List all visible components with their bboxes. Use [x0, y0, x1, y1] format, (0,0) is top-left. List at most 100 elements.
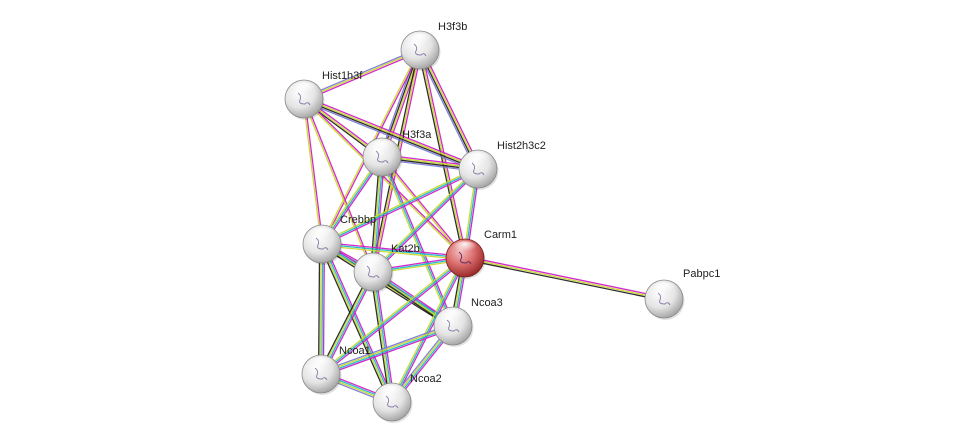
- node-highlight: [651, 282, 677, 297]
- node-highlight: [440, 309, 466, 324]
- edge-Carm1-Pabpc1[interactable]: [464, 255, 665, 302]
- edge-Carm1-Ncoa2[interactable]: [389, 256, 468, 404]
- edge-evidence-experiments: [322, 241, 466, 258]
- node-label: Ncoa3: [471, 297, 503, 309]
- edge-evidence-coexpression: [319, 244, 391, 404]
- edge-evidence-coexpression: [369, 272, 391, 403]
- edge-evidence-experiments: [373, 169, 480, 274]
- node-carm1[interactable]: Carm1: [445, 229, 517, 279]
- edge-H3f3a-Carm1[interactable]: [380, 156, 467, 259]
- edge-evidence-experiments: [321, 327, 455, 377]
- edge-evidence-textmining: [371, 167, 478, 272]
- node-hist1h3f[interactable]: Hist1h3f: [284, 70, 363, 120]
- node-highlight: [369, 140, 395, 155]
- edge-evidence-homology: [319, 323, 453, 373]
- node-label: Hist1h3f: [322, 70, 363, 82]
- edge-Crebbp-Ncoa1[interactable]: [317, 243, 326, 375]
- edge-evidence-textmining: [321, 244, 465, 261]
- edge-evidence-textmining: [464, 257, 665, 300]
- edge-evidence-homology: [417, 50, 477, 171]
- edge-Carm1-Ncoa1[interactable]: [319, 256, 467, 376]
- edge-evidence-coexpression: [320, 245, 453, 329]
- edge-Hist1h3f-Kat2b[interactable]: [302, 98, 375, 273]
- edge-evidence-textmining: [302, 99, 322, 245]
- node-crebbp[interactable]: Crebbp: [302, 214, 376, 265]
- edge-evidence-databases: [321, 326, 454, 376]
- node-highlight: [308, 357, 334, 372]
- edge-evidence-textmining: [379, 157, 453, 327]
- node-label: H3f3b: [438, 21, 467, 33]
- edge-evidence-textmining: [302, 99, 465, 260]
- edge-Crebbp-Ncoa2[interactable]: [319, 242, 395, 404]
- edge-evidence-textmining: [321, 244, 453, 328]
- node-kat2b[interactable]: Kat2b: [353, 243, 420, 293]
- edge-H3f3b-Hist2h3c2[interactable]: [417, 48, 481, 171]
- node-label: Pabpc1: [683, 268, 720, 280]
- node-hist2h3c2[interactable]: Hist2h3c2: [458, 140, 546, 190]
- edge-evidence-experiments: [304, 98, 324, 244]
- edge-evidence-textmining: [319, 243, 322, 374]
- edge-evidence-coexpression: [303, 99, 478, 171]
- edge-evidence-databases: [381, 156, 454, 327]
- node-label: H3f3a: [402, 129, 432, 141]
- edge-evidence-textmining: [304, 97, 479, 169]
- edge-H3f3b-Hist1h3f[interactable]: [303, 47, 421, 102]
- node-highlight: [360, 255, 386, 270]
- edge-evidence-coexpression: [317, 243, 321, 374]
- edge-evidence-databases: [373, 271, 394, 402]
- node-ncoa2[interactable]: Ncoa2: [372, 373, 442, 423]
- node-highlight: [407, 33, 433, 48]
- edge-evidence-databases: [320, 257, 466, 375]
- edge-evidence-experiments: [465, 255, 665, 299]
- edge-evidence-textmining: [321, 166, 478, 244]
- node-h3f3a[interactable]: H3f3a: [362, 129, 432, 178]
- edge-evidence-databases: [321, 243, 466, 259]
- node-pabpc1[interactable]: Pabpc1: [644, 268, 720, 320]
- edge-evidence-textmining: [380, 157, 465, 259]
- edge-evidence-experiments: [382, 156, 467, 258]
- edge-evidence-experiments: [304, 97, 467, 258]
- node-highlight: [379, 385, 405, 400]
- edge-evidence-experiments: [392, 258, 468, 404]
- edge-evidence-databases: [391, 257, 466, 403]
- edge-evidence-experiments: [421, 48, 481, 169]
- node-highlight: [291, 82, 317, 97]
- edge-Kat2b-Ncoa2[interactable]: [369, 271, 396, 403]
- edge-evidence-textmining: [319, 256, 465, 374]
- edge-evidence-databases: [372, 168, 479, 273]
- edge-evidence-databases: [322, 243, 394, 402]
- node-label: Kat2b: [391, 243, 420, 255]
- node-label: Hist2h3c2: [497, 140, 546, 152]
- edge-evidence-textmining: [389, 256, 465, 402]
- edge-Hist1h3f-Hist2h3c2[interactable]: [302, 96, 480, 172]
- edge-evidence-experiments: [304, 96, 480, 168]
- edge-Crebbp-Carm1[interactable]: [321, 241, 466, 261]
- node-ncoa3[interactable]: Ncoa3: [433, 297, 503, 347]
- edge-evidence-textmining: [420, 49, 480, 169]
- edge-Hist2h3c2-Kat2b[interactable]: [371, 167, 480, 274]
- edge-evidence-homology: [302, 100, 478, 172]
- edge-evidence-databases: [321, 168, 479, 245]
- node-highlight: [452, 241, 478, 256]
- edge-Hist1h3f-Carm1[interactable]: [302, 97, 467, 260]
- edge-evidence-textmining: [320, 244, 392, 403]
- edge-evidence-coexpression: [464, 258, 664, 302]
- edge-evidence-textmining: [303, 49, 421, 100]
- node-h3f3b[interactable]: H3f3b: [400, 21, 467, 71]
- node-label: Ncoa2: [410, 373, 442, 385]
- edge-evidence-experiments: [322, 169, 479, 247]
- edge-Hist1h3f-Crebbp[interactable]: [302, 98, 324, 245]
- node-label: Carm1: [484, 229, 517, 241]
- edge-evidence-textmining: [371, 272, 392, 403]
- node-highlight: [465, 152, 491, 167]
- edge-evidence-experiments: [420, 49, 468, 258]
- edge-Ncoa3-Ncoa1[interactable]: [319, 323, 455, 377]
- edge-evidence-homology: [303, 47, 420, 99]
- node-highlight: [309, 227, 335, 242]
- edge-Hist2h3c2-Crebbp[interactable]: [321, 166, 479, 247]
- edge-evidence-experiments: [322, 244, 326, 375]
- node-ncoa1[interactable]: Ncoa1: [301, 345, 371, 395]
- edge-evidence-textmining: [320, 324, 453, 374]
